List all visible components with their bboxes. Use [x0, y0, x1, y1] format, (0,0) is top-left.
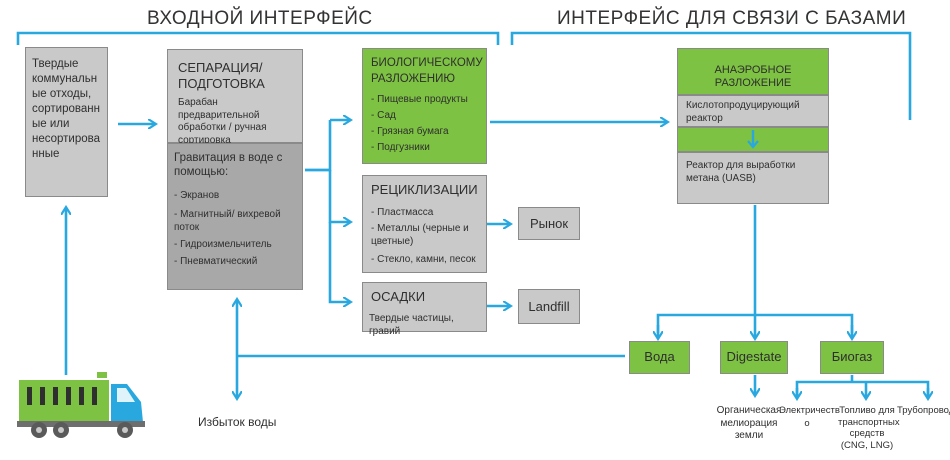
market-label: Рынок — [529, 216, 569, 231]
water-box: Вода — [629, 341, 690, 374]
recycle-title: РЕЦИКЛИЗАЦИИ — [371, 182, 478, 197]
gravity-item: - Гидроизмельчитель — [174, 239, 272, 250]
pipeline-label: Трубопровод — [897, 405, 950, 416]
separation-box: СЕПАРАЦИЯ/ ПОДГОТОВКА Барабан предварите… — [167, 49, 303, 146]
recycle-item: - Стекло, камни, песок — [371, 254, 476, 265]
sediment-box: ОСАДКИ Твердые частицы, гравий — [362, 282, 487, 337]
digestate-box: Digestate — [720, 341, 788, 374]
anaerobic-title-box: АНАЭРОБНОЕ РАЗЛОЖЕНИЕ — [677, 48, 829, 95]
sediment-text: Твердые частицы, гравий — [369, 313, 454, 337]
water-label: Вода — [644, 349, 675, 364]
anaerobic-title: АНАЭРОБНОЕ РАЗЛОЖЕНИЕ — [714, 64, 792, 89]
gravity-title: Гравитация в воде с помощью: — [174, 152, 283, 178]
acid-reactor-box: Кислотопродуцирующий реактор — [677, 95, 829, 127]
separation-title: СЕПАРАЦИЯ/ ПОДГОТОВКА — [178, 60, 265, 91]
gravity-item: - Магнитный/ вихревой поток — [174, 209, 281, 233]
market-box: Рынок — [518, 207, 580, 240]
recycle-box: РЕЦИКЛИЗАЦИИ - Пластмасса - Металлы (чер… — [362, 175, 487, 273]
down-arrow-icon — [747, 130, 759, 149]
biological-item: - Грязная бумага — [371, 126, 449, 137]
recycle-item: - Пластмасса — [371, 207, 434, 218]
biological-item: - Пищевые продукты — [371, 94, 468, 105]
biogas-box: Биогаз — [820, 341, 884, 374]
anaerobic-connector-band — [677, 127, 829, 152]
base-interface-header: ИНТЕРФЕЙС ДЛЯ СВЯЗИ С БАЗАМИ — [557, 8, 907, 29]
gravity-box: Гравитация в воде с помощью: - Экранов -… — [167, 143, 303, 290]
gravity-item: - Пневматический — [174, 256, 258, 267]
input-header-bracket — [16, 31, 500, 45]
waste-box: Твердые коммунальн ые отходы, сортирован… — [25, 47, 108, 197]
excess-water-label: Избыток воды — [198, 415, 277, 429]
electricity-label: Электричеств о — [779, 405, 840, 429]
biological-box: БИОЛОГИЧЕСКОМУ РАЗЛОЖЕНИЮ - Пищевые прод… — [362, 48, 487, 164]
recycle-item: - Металлы (черные и цветные) — [371, 223, 469, 247]
landfill-label: Landfill — [528, 299, 570, 314]
fuel-label: Топливо для транспортных средств (CNG, L… — [838, 405, 900, 451]
biological-title: БИОЛОГИЧЕСКОМУ РАЗЛОЖЕНИЮ — [371, 57, 483, 85]
biological-item: - Подгузники — [371, 142, 430, 153]
input-interface-header: ВХОДНОЙ ИНТЕРФЕЙС — [147, 8, 373, 29]
biological-item: - Сад — [371, 110, 396, 121]
waste-label: Твердые коммунальн ые отходы, сортирован… — [32, 58, 101, 160]
methane-reactor-box: Реактор для выработки метана (UASB) — [677, 152, 829, 204]
methane-reactor-label: Реактор для выработки метана (UASB) — [686, 160, 796, 184]
truck-icon — [17, 372, 145, 438]
acid-reactor-label: Кислотопродуцирующий реактор — [686, 100, 800, 124]
digestate-label: Digestate — [726, 349, 782, 364]
sediment-title: ОСАДКИ — [371, 289, 426, 304]
biogas-label: Биогаз — [831, 349, 873, 364]
landfill-box: Landfill — [518, 289, 580, 324]
digestate-use-label: Органическая мелиорация земли — [716, 405, 782, 441]
gravity-item: - Экранов — [174, 190, 220, 201]
base-header-bracket — [510, 31, 912, 120]
separation-subtitle: Барабан предварительной обработки / ручн… — [178, 97, 267, 146]
